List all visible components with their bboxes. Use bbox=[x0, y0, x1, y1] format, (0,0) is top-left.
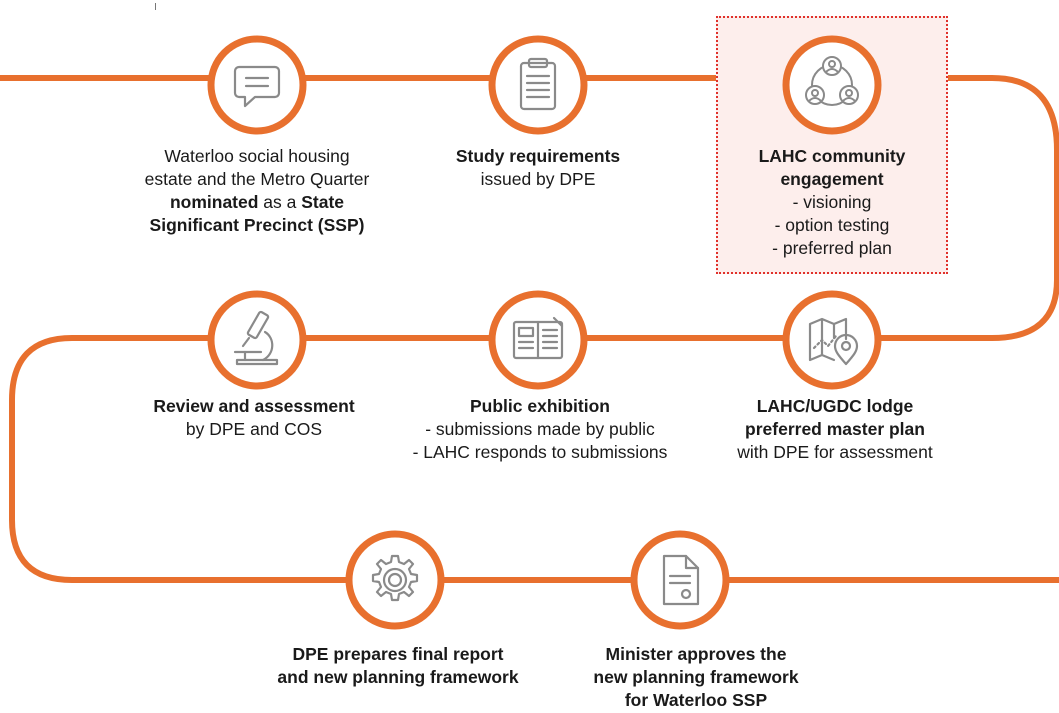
label-text: - preferred plan bbox=[772, 238, 892, 258]
microscope-icon bbox=[205, 288, 309, 392]
label-line: - visioning bbox=[682, 191, 982, 214]
label-text: Minister approves the bbox=[605, 644, 787, 664]
label-line: new planning framework bbox=[546, 666, 846, 689]
label-text: preferred master plan bbox=[745, 419, 925, 439]
step-label-community-engagement: LAHC community engagement - visioning - opt… bbox=[682, 145, 982, 260]
label-text: new planning framework bbox=[593, 667, 799, 687]
step-label-review-assessment: Review and assessment by DPE and COS bbox=[104, 395, 404, 441]
label-text: engagement bbox=[780, 169, 884, 189]
label-line: estate and the Metro Quarter bbox=[107, 168, 407, 191]
label-line: by DPE and COS bbox=[104, 418, 404, 441]
label-line: Study requirements bbox=[388, 145, 688, 168]
step-label-final-report: DPE prepares final report and new plannin… bbox=[248, 643, 548, 689]
label-text: - LAHC responds to submissions bbox=[412, 442, 668, 462]
label-text: Study requirements bbox=[455, 146, 621, 166]
tick-mark bbox=[155, 3, 156, 10]
label-text: Public exhibition bbox=[469, 396, 610, 416]
label-text: as a bbox=[258, 192, 302, 212]
label-line: - preferred plan bbox=[682, 237, 982, 260]
community-people-icon bbox=[780, 33, 884, 137]
label-text: Review and assessment bbox=[153, 396, 355, 416]
label-text: with DPE for assessment bbox=[737, 442, 933, 462]
map-pin-icon bbox=[780, 288, 884, 392]
label-line: Minister approves the bbox=[546, 643, 846, 666]
label-line: and new planning framework bbox=[248, 666, 548, 689]
label-line: Significant Precinct (SSP) bbox=[107, 214, 407, 237]
label-line: Waterloo social housing bbox=[107, 145, 407, 168]
label-line: DPE prepares final report bbox=[248, 643, 548, 666]
step-label-study-requirements: Study requirements issued by DPE bbox=[388, 145, 688, 191]
label-line: Public exhibition bbox=[390, 395, 690, 418]
label-line: - submissions made by public bbox=[390, 418, 690, 441]
label-text: Waterloo social housing bbox=[164, 146, 350, 166]
label-text: - submissions made by public bbox=[425, 419, 655, 439]
label-text: - visioning bbox=[792, 192, 872, 212]
label-text: nominated bbox=[169, 192, 259, 212]
step-label-lodge-master-plan: LAHC/UGDC lodge preferred master plan with… bbox=[685, 395, 985, 464]
gear-icon bbox=[343, 528, 447, 632]
label-text: LAHC/UGDC lodge bbox=[756, 396, 914, 416]
label-text: by DPE and COS bbox=[185, 419, 323, 439]
label-line: preferred master plan bbox=[685, 418, 985, 441]
label-line: for Waterloo SSP bbox=[546, 689, 846, 712]
label-text: and new planning framework bbox=[277, 667, 519, 687]
label-line: nominated as a State bbox=[107, 191, 407, 214]
label-line: engagement bbox=[682, 168, 982, 191]
label-text: - option testing bbox=[774, 215, 890, 235]
clipboard-icon bbox=[486, 33, 590, 137]
label-text: DPE prepares final report bbox=[292, 644, 504, 664]
label-line: LAHC community bbox=[682, 145, 982, 168]
label-text: LAHC community bbox=[758, 146, 906, 166]
label-text: Significant Precinct (SSP) bbox=[149, 215, 365, 235]
label-text: for Waterloo SSP bbox=[624, 690, 768, 710]
label-line: - option testing bbox=[682, 214, 982, 237]
label-line: with DPE for assessment bbox=[685, 441, 985, 464]
label-text: issued by DPE bbox=[480, 169, 596, 189]
label-line: - LAHC responds to submissions bbox=[390, 441, 690, 464]
speech-bubble-icon bbox=[205, 33, 309, 137]
label-text: State bbox=[301, 192, 345, 212]
label-line: LAHC/UGDC lodge bbox=[685, 395, 985, 418]
newspaper-icon bbox=[486, 288, 590, 392]
label-line: Review and assessment bbox=[104, 395, 404, 418]
label-line: issued by DPE bbox=[388, 168, 688, 191]
step-label-public-exhibition: Public exhibition - submissions made by p… bbox=[390, 395, 690, 464]
label-text: estate and the Metro Quarter bbox=[144, 169, 370, 189]
step-label-minister-approves: Minister approves the new planning framew… bbox=[546, 643, 846, 712]
step-label-nominated: Waterloo social housing estate and the Me… bbox=[107, 145, 407, 237]
document-icon bbox=[628, 528, 732, 632]
